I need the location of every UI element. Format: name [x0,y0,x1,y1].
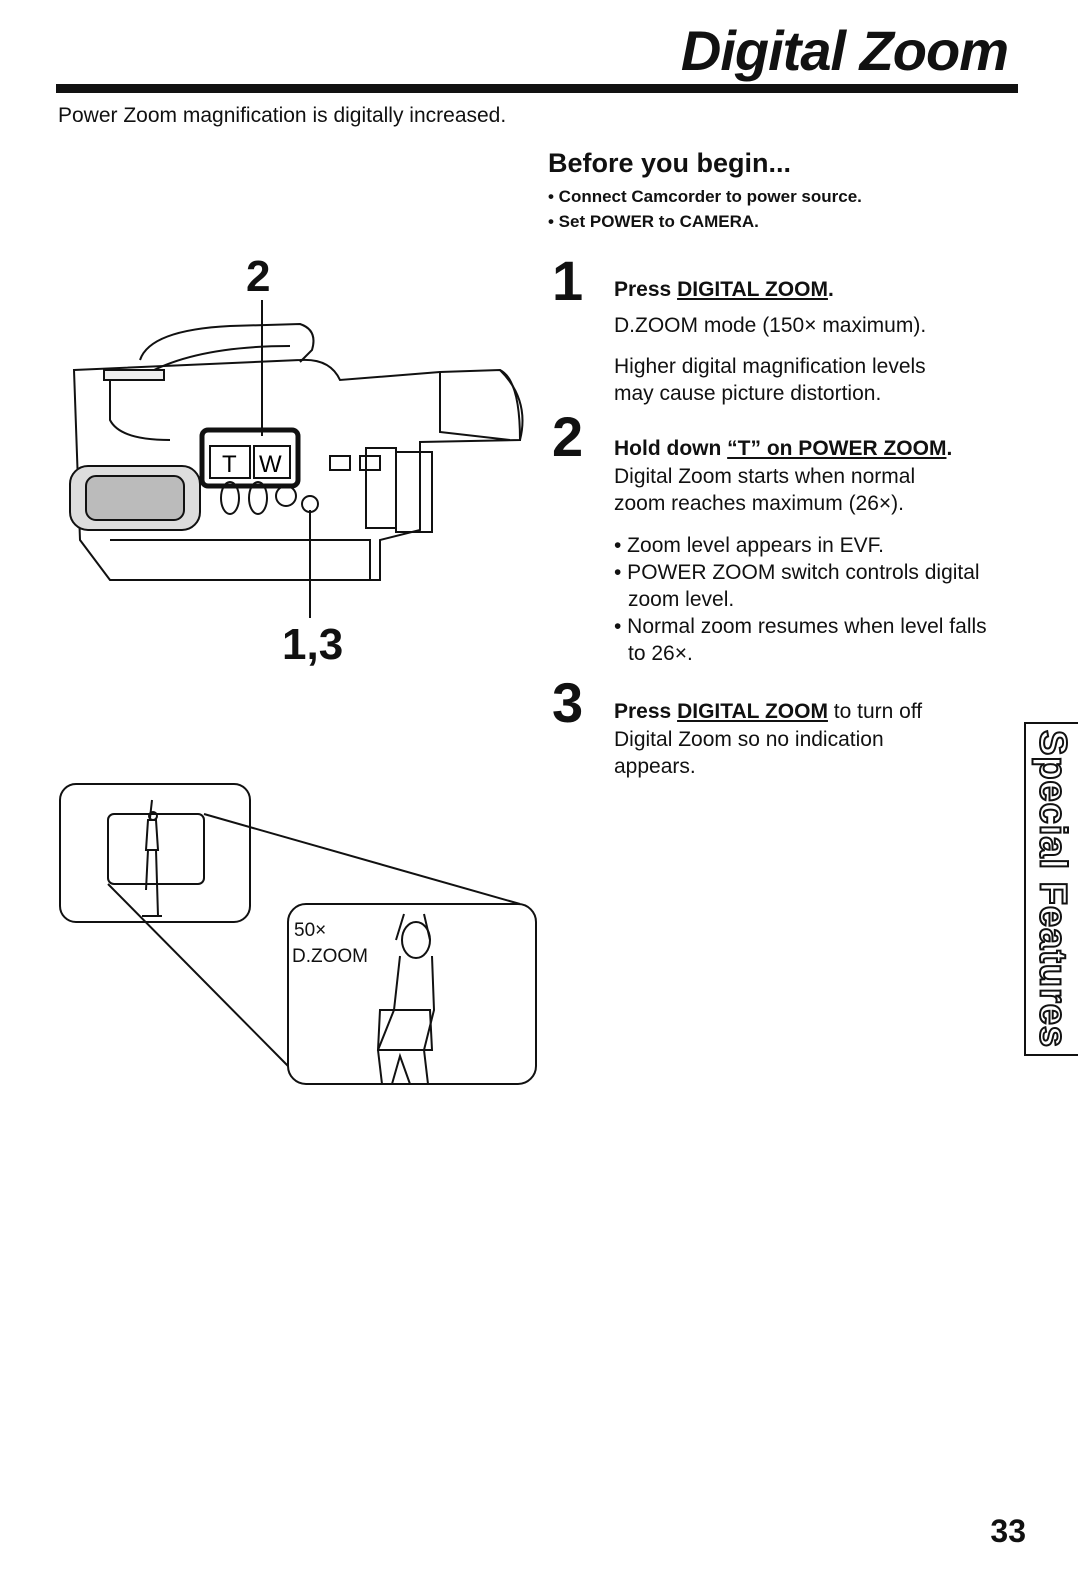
step-bullets: • Zoom level appears in EVF. • POWER ZOO… [614,532,1004,667]
section-tab: Special Features [1024,722,1078,1056]
step-heading-post: to turn off [827,700,923,723]
intro-text: Power Zoom magnification is digitally in… [58,104,507,127]
callout-label: 2 [246,252,271,301]
step-number: 3 [552,671,584,734]
before-item: • Connect Camcorder to power source. [548,187,862,206]
step-line: Digital Zoom so no indication [614,728,884,751]
callout-label: 1,3 [282,620,344,669]
step-text: Digital Zoom starts when normal zoom rea… [614,463,915,517]
step-heading-pre: Hold down [614,437,728,460]
step-heading-pre: Press [614,278,678,301]
bullet-item: • Zoom level appears in EVF. [614,534,884,557]
step-line: Higher digital magnification levels [614,355,926,378]
digital-zoom-key: DIGITAL ZOOM [677,700,828,723]
step-heading: Press DIGITAL ZOOM. [614,278,834,302]
osd-zoom-level: 50× [294,920,327,941]
title-rule [56,84,1018,93]
step-line: may cause picture distortion. [614,382,882,405]
step-heading: Press DIGITAL ZOOM to turn off [614,700,922,724]
step-line: D.ZOOM mode (150× maximum). [614,314,927,337]
section-tab-label: Special Features [1031,729,1075,1049]
button-w-label: W [259,451,282,478]
before-item: • Set POWER to CAMERA. [548,212,759,231]
bullet-item: • POWER ZOOM switch controls digital zoo… [614,561,980,611]
step-number: 1 [552,249,584,312]
step-heading-post: . [946,437,953,460]
step-line: zoom reaches maximum (26×). [614,492,905,515]
step-line: appears. [614,755,696,778]
page-title: Digital Zoom [680,19,1009,82]
before-list: • Connect Camcorder to power source. • S… [548,184,862,234]
before-heading: Before you begin... [548,148,792,178]
power-zoom-key: “T” on POWER ZOOM [727,437,947,460]
step-text: Digital Zoom so no indication appears. [614,726,884,780]
page-number: 33 [990,1513,1026,1549]
step-number: 2 [552,405,584,468]
step-text: D.ZOOM mode (150× maximum). Higher digit… [614,312,926,407]
osd-dzoom-indicator: D.ZOOM [292,946,368,967]
bullet-item: • Normal zoom resumes when level falls t… [614,615,987,665]
step-heading-post: . [827,278,834,301]
step-heading: Hold down “T” on POWER ZOOM. [614,437,952,461]
step-heading-pre: Press [614,700,678,723]
step-line: Digital Zoom starts when normal [614,465,916,488]
button-t-label: T [222,451,237,478]
zoom-scene [59,783,537,1085]
digital-zoom-key: DIGITAL ZOOM [677,278,828,301]
